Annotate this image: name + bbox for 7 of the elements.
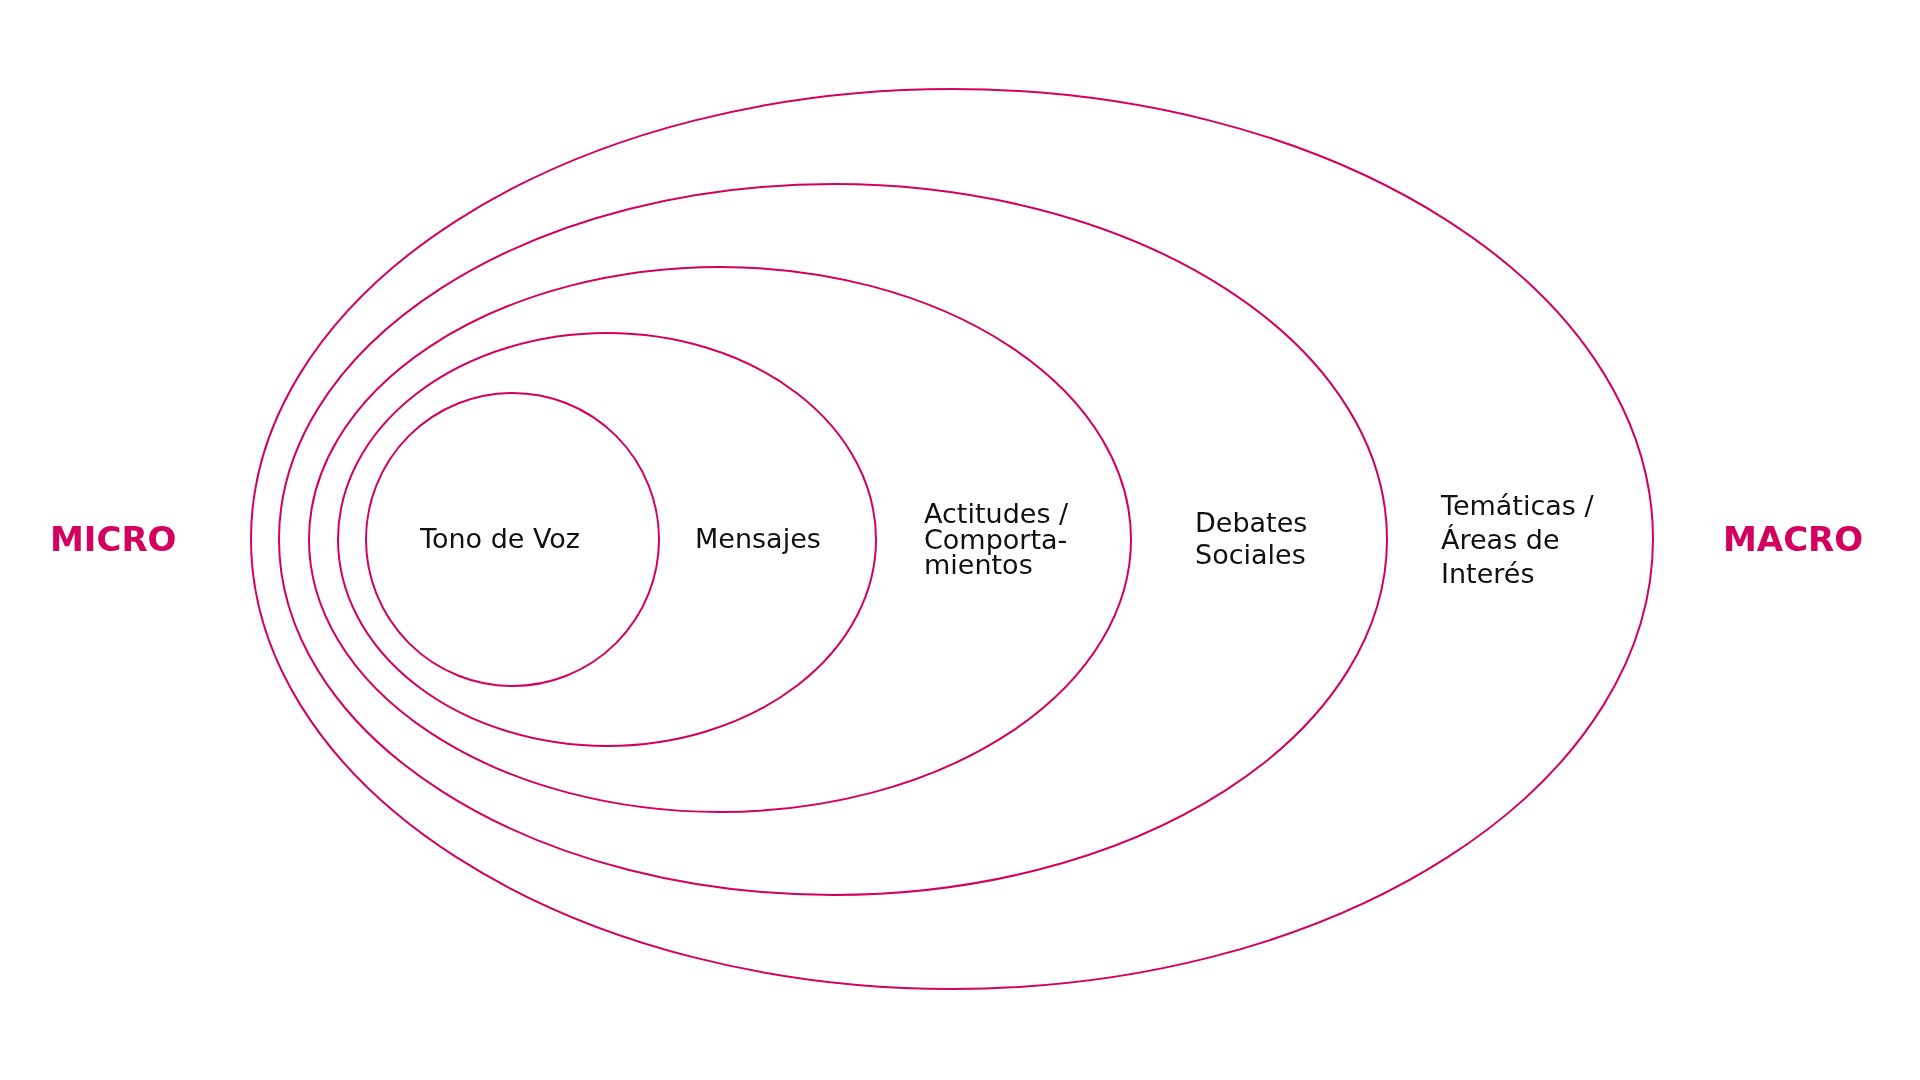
ring-label: Temáticas / Áreas de Interés	[1441, 489, 1595, 591]
ring-label: Debates Sociales	[1195, 506, 1309, 572]
ring-label: Actitudes / Comporta- mientos	[924, 500, 1070, 578]
scale-label: MACRO	[1723, 519, 1864, 559]
ring-label: Tono de Voz	[420, 522, 582, 556]
scale-label: MICRO	[50, 519, 177, 559]
ring-label: Mensajes	[695, 522, 822, 556]
